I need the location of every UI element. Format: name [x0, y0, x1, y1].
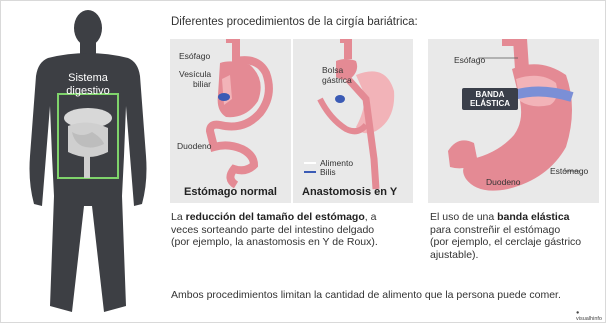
description-reduction-line1: La reducción del tamaño del estómago, a [171, 211, 416, 224]
page-heading: Diferentes procedimientos de la cirgía b… [171, 16, 418, 28]
digestive-system-label-line1: Sistema [68, 72, 108, 84]
body-silhouette [29, 10, 147, 312]
label-duodeno-band: Duodeno [486, 177, 521, 187]
stomach-reduction-illustration [205, 35, 395, 190]
caption-estomago-normal: Estómago normal [184, 186, 277, 198]
desc-left-post: , a [364, 211, 377, 223]
description-reduction-line2: veces sorteando parte del intestino delg… [171, 223, 375, 236]
desc-right-bold: banda elástica [497, 211, 570, 223]
gastric-band-illustration [448, 32, 580, 191]
panel-stomach-reduction: Esófago Vesícula biliar Duodeno Bolsa gá… [170, 35, 413, 203]
description-band-line2: para constreñir el estómago [430, 223, 561, 236]
label-esofago-normal: Esófago [179, 51, 211, 61]
label-bolsa-line2: gástrica [322, 75, 352, 85]
legend-alimento: Alimento [320, 158, 354, 168]
description-band: El uso de una banda elástica para constr… [430, 211, 602, 261]
description-band-line4: ajustable). [430, 248, 479, 261]
label-esofago-band: Esófago [454, 55, 486, 65]
panel-divider [291, 39, 293, 203]
description-reduction: La reducción del tamaño del estómago, a … [171, 211, 416, 249]
label-banda-line2: ELÁSTICA [470, 99, 510, 108]
label-estomago-band: Estómago [550, 166, 589, 176]
description-band-line3: (por ejemplo, el cerclaje gástrico [430, 236, 582, 249]
legend-bilis: Bilis [320, 167, 336, 177]
brand-logo: ● visualhinfo [576, 310, 602, 322]
label-vesicula-line2: biliar [193, 79, 211, 89]
caption-anastomosis: Anastomosis en Y [302, 186, 398, 198]
logo-text: visualhinfo [576, 316, 602, 322]
footer-note: Ambos procedimientos limitan la cantidad… [171, 289, 561, 301]
digestive-organs [64, 108, 112, 178]
label-vesicula-line1: Vesícula [179, 69, 212, 79]
desc-left-bold: reducción del tamaño del estómago [185, 211, 365, 223]
description-reduction-line3: (por ejemplo, la anastomosis en Y de Rou… [171, 236, 378, 249]
digestive-system-label-line2: digestivo [66, 85, 110, 97]
label-vesicula: Vesícula biliar [179, 69, 211, 89]
human-body-illustration: Sistema digestivo [22, 6, 154, 318]
digestive-system-label: Sistema digestivo [22, 72, 154, 98]
description-band-line1: El uso de una banda elástica [430, 211, 602, 224]
label-banda-elastica: BANDA ELÁSTICA [462, 88, 518, 110]
desc-right-pre: El uso de una [430, 211, 498, 223]
label-duodeno-normal: Duodeno [177, 141, 212, 151]
label-bolsa-gastrica: Bolsa gástrica [322, 65, 352, 85]
label-banda-line1: BANDA [475, 90, 505, 99]
desc-left-pre: La [171, 211, 186, 223]
label-bolsa-line1: Bolsa [322, 65, 344, 75]
panel-gastric-band: Esófago BANDA ELÁSTICA Duodeno Estómago [428, 32, 599, 203]
